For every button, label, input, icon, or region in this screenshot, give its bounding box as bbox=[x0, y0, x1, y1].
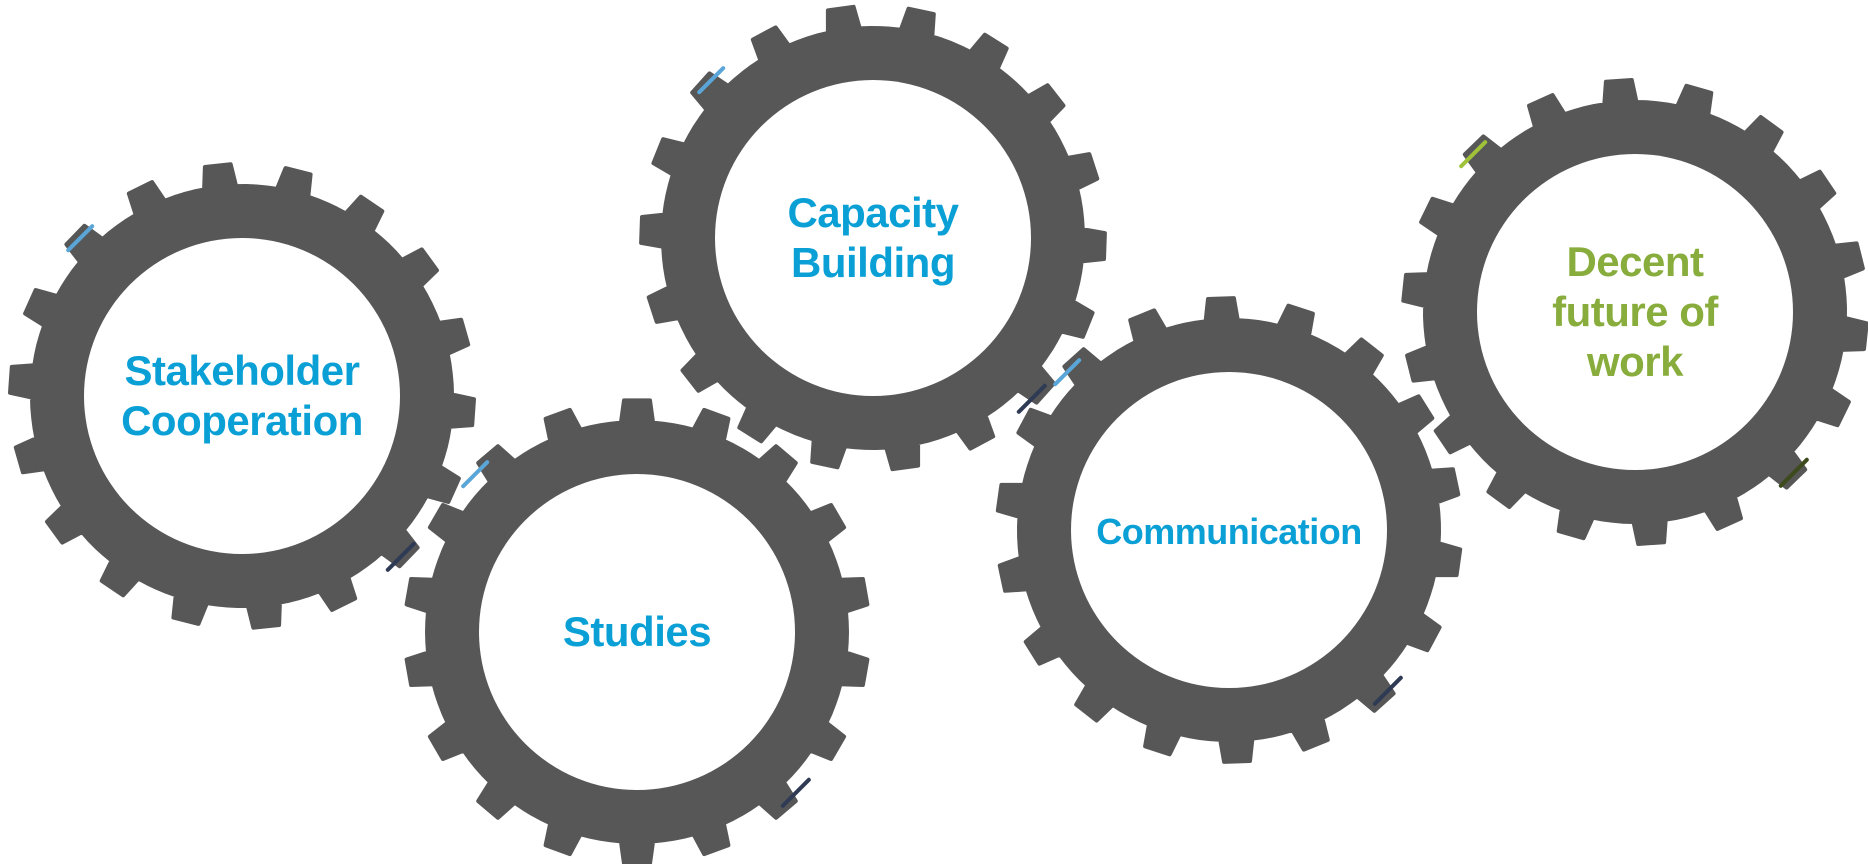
clip-accent-icon bbox=[1053, 358, 1082, 387]
clip-accent-icon bbox=[1459, 140, 1488, 169]
gear-face bbox=[715, 80, 1031, 396]
clip-accent-icon bbox=[385, 541, 416, 572]
gear-label-line: Stakeholder bbox=[125, 347, 360, 394]
clip-accent-icon bbox=[66, 224, 95, 253]
gear-label-line: Capacity bbox=[787, 189, 959, 236]
gear-label-line: Building bbox=[791, 239, 955, 286]
gear-label-line: Studies bbox=[563, 608, 711, 655]
gear-label-line: Communication bbox=[1096, 511, 1362, 552]
gear-label-line: future of bbox=[1552, 288, 1719, 335]
clip-accent-icon bbox=[461, 460, 490, 489]
gear-studies: Studies bbox=[404, 398, 870, 864]
gear-label-line: Cooperation bbox=[121, 397, 363, 444]
clip-accent-icon bbox=[1778, 457, 1809, 488]
clip-accent-icon bbox=[780, 777, 811, 808]
gear-face bbox=[479, 474, 795, 790]
gear-face bbox=[1477, 154, 1793, 470]
clip-accent-icon bbox=[1016, 383, 1047, 414]
gear-face bbox=[84, 238, 400, 554]
gear-face bbox=[1071, 372, 1387, 688]
clip-accent-icon bbox=[1372, 675, 1403, 706]
clip-accent-icon bbox=[697, 66, 726, 95]
gear-communication: Communication bbox=[995, 296, 1463, 764]
gear-label-line: work bbox=[1586, 338, 1684, 385]
gear-label-line: Decent bbox=[1566, 238, 1704, 285]
